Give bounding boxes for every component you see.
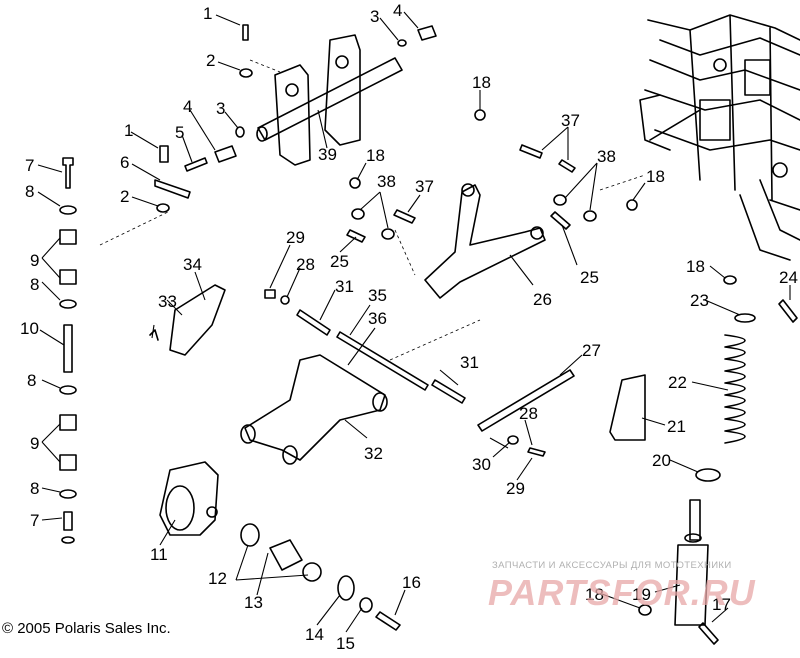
stabilizer-bar [477,369,575,432]
callout-22: 22 [668,373,687,392]
callout-15: 15 [336,634,355,653]
callout-28: 28 [296,255,315,274]
callout-36: 36 [368,309,387,328]
callout-8: 8 [30,275,39,294]
pivot-bracket-assembly [256,34,403,166]
callout-21: 21 [667,417,686,436]
leader-lines [37,11,791,633]
watermark-logo: PARTSFOR.RU [488,572,756,613]
long-pins [296,309,466,404]
callout-16: 16 [402,573,421,592]
left-shaft-stack [59,157,77,544]
callout-17: 17 [712,595,731,614]
callout-5: 5 [175,123,184,142]
callout-7: 7 [30,511,39,530]
callout-29: 29 [506,479,525,498]
callout-8: 8 [30,479,39,498]
callout-23: 23 [690,291,709,310]
callout-10: 10 [20,319,39,338]
callout-12: 12 [208,569,227,588]
callout-8: 8 [25,182,34,201]
callout-3: 3 [370,7,379,26]
lower-a-arm [240,354,388,465]
callout-31: 31 [460,353,479,372]
callout-labels: 1 2 3 4 4 3 1 5 6 2 7 8 9 8 10 8 9 8 7 1… [20,1,798,653]
callout-24: 24 [779,268,798,287]
callout-26: 26 [533,290,552,309]
callout-25: 25 [330,252,349,271]
callout-37: 37 [561,111,580,130]
callout-35: 35 [368,286,387,305]
callout-18: 18 [366,146,385,165]
callout-38: 38 [597,147,616,166]
callout-20: 20 [652,451,671,470]
callout-2: 2 [206,51,215,70]
callout-3: 3 [216,99,225,118]
bearings [240,523,322,582]
callout-38: 38 [377,172,396,191]
callout-14: 14 [305,625,324,644]
callout-4: 4 [393,1,402,20]
axle-hardware [337,575,401,631]
callout-18: 18 [646,167,665,186]
callout-34: 34 [183,255,202,274]
callout-37: 37 [415,177,434,196]
callout-29: 29 [286,228,305,247]
wheel-hub [159,461,219,536]
callout-30: 30 [472,455,491,474]
guard-plate [149,284,226,356]
callout-18: 18 [585,585,604,604]
callout-6: 6 [120,153,129,172]
upper-a-arm [424,183,546,299]
shock-assembly [609,275,798,645]
callout-32: 32 [364,444,383,463]
callout-25: 25 [580,268,599,287]
callout-39: 39 [318,145,337,164]
callout-9: 9 [30,434,39,453]
callout-9: 9 [30,251,39,270]
callout-7: 7 [25,156,34,175]
callout-19: 19 [632,585,651,604]
callout-31: 31 [335,277,354,296]
watermark-tagline: ЗАПЧАСТИ И АКСЕССУАРЫ ДЛЯ МОТОТЕХНИКИ [492,560,732,571]
callout-18: 18 [686,257,705,276]
callout-11: 11 [150,545,168,564]
callout-28: 28 [519,404,538,423]
callout-33: 33 [158,292,177,311]
copyright-notice: © 2005 Polaris Sales Inc. [2,620,171,637]
callout-1: 1 [124,121,133,140]
left-hardware [154,24,437,213]
callout-18: 18 [472,73,491,92]
frame-chassis [639,14,800,261]
callout-1: 1 [203,4,212,23]
right-hardware [264,109,638,457]
callout-13: 13 [244,593,263,612]
callout-2: 2 [120,187,129,206]
callout-27: 27 [582,341,601,360]
callout-8: 8 [27,371,36,390]
callout-4: 4 [183,97,192,116]
reference-lines [99,59,646,361]
